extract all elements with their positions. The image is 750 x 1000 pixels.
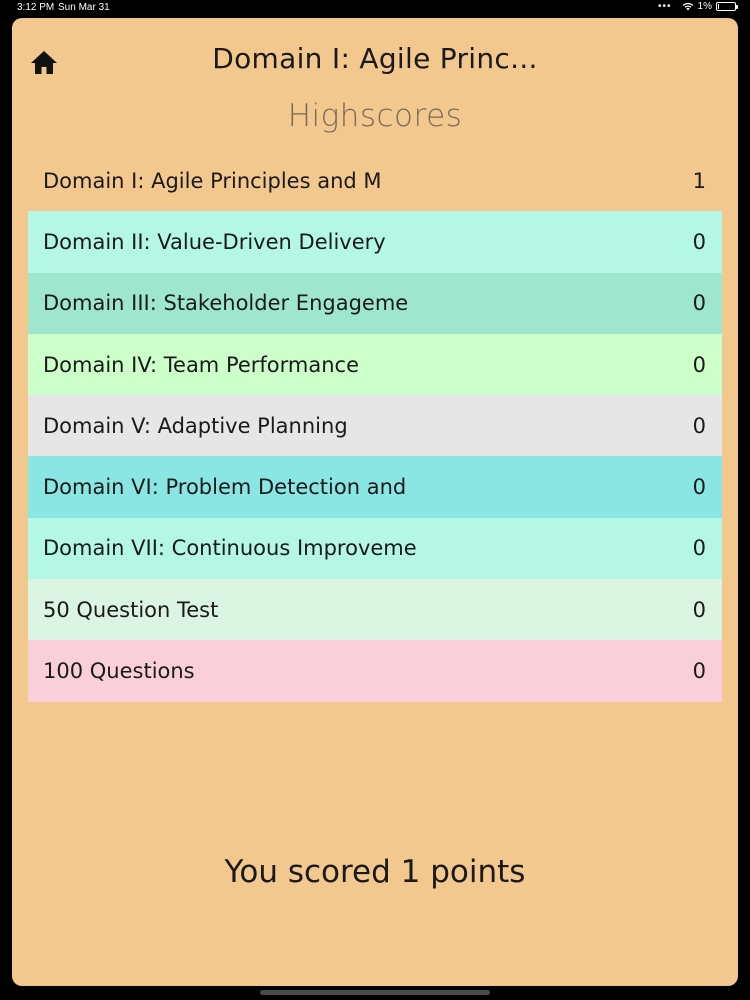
highscore-row[interactable]: 100 Questions 0 <box>28 640 722 702</box>
highscore-row-label: Domain II: Value-Driven Delivery <box>43 229 386 254</box>
multitasking-dots-icon: ••• <box>658 1 672 12</box>
home-button[interactable] <box>28 46 60 78</box>
score-result: You scored 1 points <box>224 854 526 890</box>
highscore-row-score: 1 <box>692 168 706 193</box>
wifi-icon <box>682 2 693 11</box>
house-icon <box>31 51 57 74</box>
highscore-row[interactable]: Domain IV: Team Performance 0 <box>28 333 722 396</box>
page-title: Domain I: Agile Princ... <box>212 42 538 75</box>
highscore-row[interactable]: Domain II: Value-Driven Delivery 0 <box>28 211 722 273</box>
highscore-row-score: 0 <box>692 536 706 561</box>
highscore-row[interactable]: Domain VII: Continuous Improveme 0 <box>28 517 722 580</box>
highscore-row[interactable]: Domain I: Agile Principles and M 1 <box>28 150 722 212</box>
highscore-row-label: Domain IV: Team Performance <box>43 352 360 377</box>
highscore-row[interactable]: Domain VI: Problem Detection and 0 <box>28 456 722 518</box>
highscore-row[interactable]: Domain III: Stakeholder Engageme 0 <box>28 272 722 334</box>
highscore-row-label: Domain III: Stakeholder Engageme <box>43 291 409 316</box>
highscore-row-label: Domain VI: Problem Detection and <box>43 475 407 500</box>
highscores-title: Highscores <box>287 98 463 134</box>
highscore-row-score: 0 <box>692 352 706 377</box>
status-date: Sun Mar 31 <box>58 2 110 13</box>
highscore-row-score: 0 <box>692 597 706 622</box>
highscore-row-label: Domain I: Agile Principles and M <box>43 168 382 193</box>
highscore-row-label: 100 Questions <box>43 659 195 684</box>
highscore-row[interactable]: Domain V: Adaptive Planning 0 <box>28 395 722 457</box>
battery-icon <box>716 2 738 11</box>
home-indicator[interactable] <box>260 990 490 995</box>
highscore-row-label: Domain VII: Continuous Improveme <box>43 536 417 561</box>
highscores-sheet: Domain I: Agile Princ... Highscores Doma… <box>12 18 738 986</box>
status-bar: 3:12 PM Sun Mar 31 ••• 1% <box>0 0 750 16</box>
highscore-row-score: 0 <box>692 229 706 254</box>
battery-percent: 1% <box>697 1 712 12</box>
highscore-row-score: 0 <box>692 413 706 438</box>
battery-fill <box>718 4 719 9</box>
highscore-row-score: 0 <box>692 291 706 316</box>
status-indicators: ••• 1% <box>658 1 738 12</box>
highscore-row-score: 0 <box>692 475 706 500</box>
highscore-row[interactable]: 50 Question Test 0 <box>28 579 722 641</box>
highscore-row-score: 0 <box>692 659 706 684</box>
highscore-row-label: Domain V: Adaptive Planning <box>43 413 348 438</box>
status-time: 3:12 PM <box>17 2 55 13</box>
highscore-row-label: 50 Question Test <box>43 597 219 622</box>
